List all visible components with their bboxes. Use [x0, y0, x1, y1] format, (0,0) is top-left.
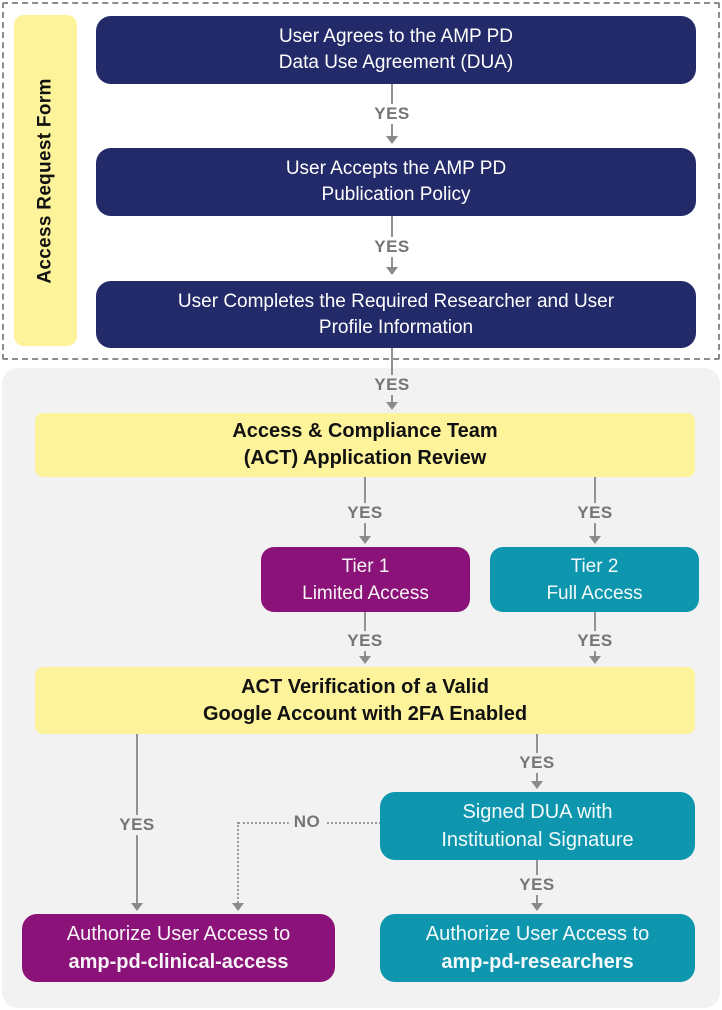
yes-label-4: YES: [342, 503, 388, 523]
yes-label-3: YES: [369, 375, 415, 395]
node-pub-line2: Publication Policy: [321, 184, 471, 205]
node-signed-dua: Signed DUA with Institutional Signature: [380, 792, 695, 860]
node-auth-clinical-line1: Authorize User Access to: [66, 923, 291, 945]
node-act-verification-2fa: ACT Verification of a Valid Google Accou…: [35, 667, 695, 734]
section-label: Access Request Form: [34, 77, 56, 284]
yes-label-2: YES: [369, 237, 415, 257]
node-signed-dua-line1: Signed DUA with: [462, 801, 613, 823]
arrowhead-down-icon: [386, 136, 398, 144]
arrowhead-down-icon: [531, 903, 543, 911]
yes-label-7: YES: [572, 631, 618, 651]
node-auth-research-line1: Authorize User Access to: [425, 923, 650, 945]
node-dua-line1: User Agrees to the AMP PD: [278, 26, 514, 47]
node-auth-clinical-line2: amp-pd-clinical-access: [68, 951, 289, 973]
node-signed-dua-line2: Institutional Signature: [441, 829, 634, 851]
arrowhead-down-icon: [359, 536, 371, 544]
arrowhead-down-icon: [131, 903, 143, 911]
yes-label-10: YES: [514, 875, 560, 895]
node-profile-line2: Profile Information: [318, 316, 474, 338]
arrowhead-down-icon: [359, 656, 371, 664]
node-auth-research-line2: amp-pd-researchers: [441, 951, 634, 973]
arrowhead-down-icon: [232, 903, 244, 911]
yes-label-1: YES: [369, 104, 415, 124]
node-act-application-review: Access & Compliance Team (ACT) Applicati…: [35, 413, 695, 477]
node-tier2-full-access: Tier 2 Full Access: [490, 547, 699, 612]
node-pub-line1: User Accepts the AMP PD: [285, 158, 507, 179]
node-tier2-line2: Full Access: [546, 582, 643, 604]
section-label-strip: Access Request Form: [14, 15, 77, 346]
node-act-verify-line2: Google Account with 2FA Enabled: [202, 702, 528, 725]
arrowhead-down-icon: [386, 267, 398, 275]
node-profile-information: User Completes the Required Researcher a…: [96, 281, 696, 348]
node-tier2-line1: Tier 2: [570, 555, 619, 577]
arrowhead-down-icon: [531, 781, 543, 789]
yes-label-5: YES: [572, 503, 618, 523]
no-label: NO: [288, 812, 326, 832]
arrowhead-down-icon: [589, 536, 601, 544]
yes-label-8: YES: [514, 753, 560, 773]
node-publication-policy: User Accepts the AMP PD Publication Poli…: [96, 148, 696, 216]
node-act-review-line2: (ACT) Application Review: [243, 447, 487, 469]
connector-dotted-no-vertical: [237, 822, 239, 903]
node-act-review-line1: Access & Compliance Team: [232, 420, 498, 442]
node-tier1-line2: Limited Access: [302, 582, 429, 604]
arrowhead-down-icon: [589, 656, 601, 664]
node-tier1-limited-access: Tier 1 Limited Access: [261, 547, 470, 612]
node-profile-line1: User Completes the Required Researcher a…: [177, 290, 615, 312]
yes-label-9: YES: [114, 815, 160, 835]
node-dua-agreement: User Agrees to the AMP PD Data Use Agree…: [96, 16, 696, 84]
arrowhead-down-icon: [386, 402, 398, 410]
node-authorize-clinical-access: Authorize User Access to amp-pd-clinical…: [22, 914, 335, 982]
node-authorize-researchers: Authorize User Access to amp-pd-research…: [380, 914, 695, 982]
node-tier1-line1: Tier 1: [341, 555, 390, 577]
yes-label-6: YES: [342, 631, 388, 651]
node-act-verify-line1: ACT Verification of a Valid: [241, 675, 489, 698]
node-dua-line2: Data Use Agreement (DUA): [278, 52, 514, 73]
